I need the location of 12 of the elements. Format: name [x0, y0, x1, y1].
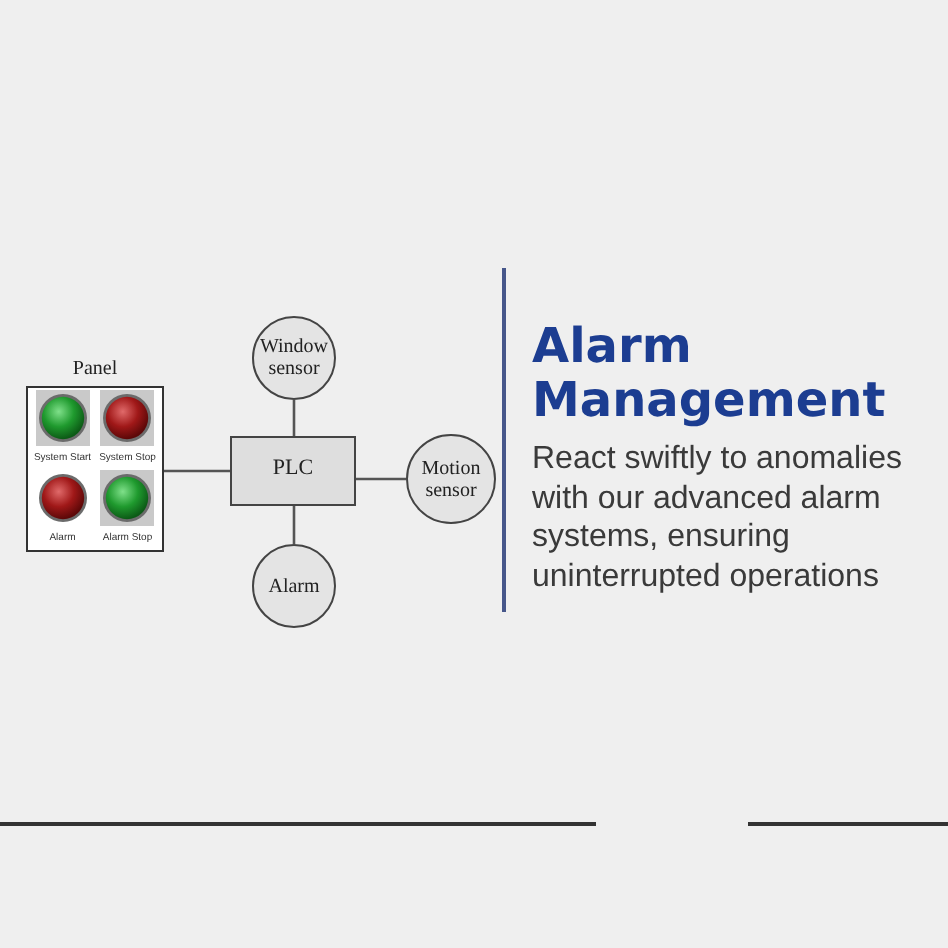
connector-line [292, 400, 296, 436]
controller-block [230, 436, 356, 506]
connector-line [356, 477, 406, 481]
panel-label: Panel [72, 356, 118, 384]
node-label: Motion sensor [419, 457, 483, 501]
node-label: Alarm [266, 575, 322, 597]
node-label: PLC [272, 456, 314, 480]
description-text: React swiftly to anomalies with our advanced alarm systems, ensuring uninterrupted operations [532, 440, 904, 596]
connector-line [292, 506, 296, 544]
connector-line [164, 469, 230, 473]
node-label: Window sensor [257, 336, 331, 380]
heading: Alarm Management [532, 320, 888, 428]
